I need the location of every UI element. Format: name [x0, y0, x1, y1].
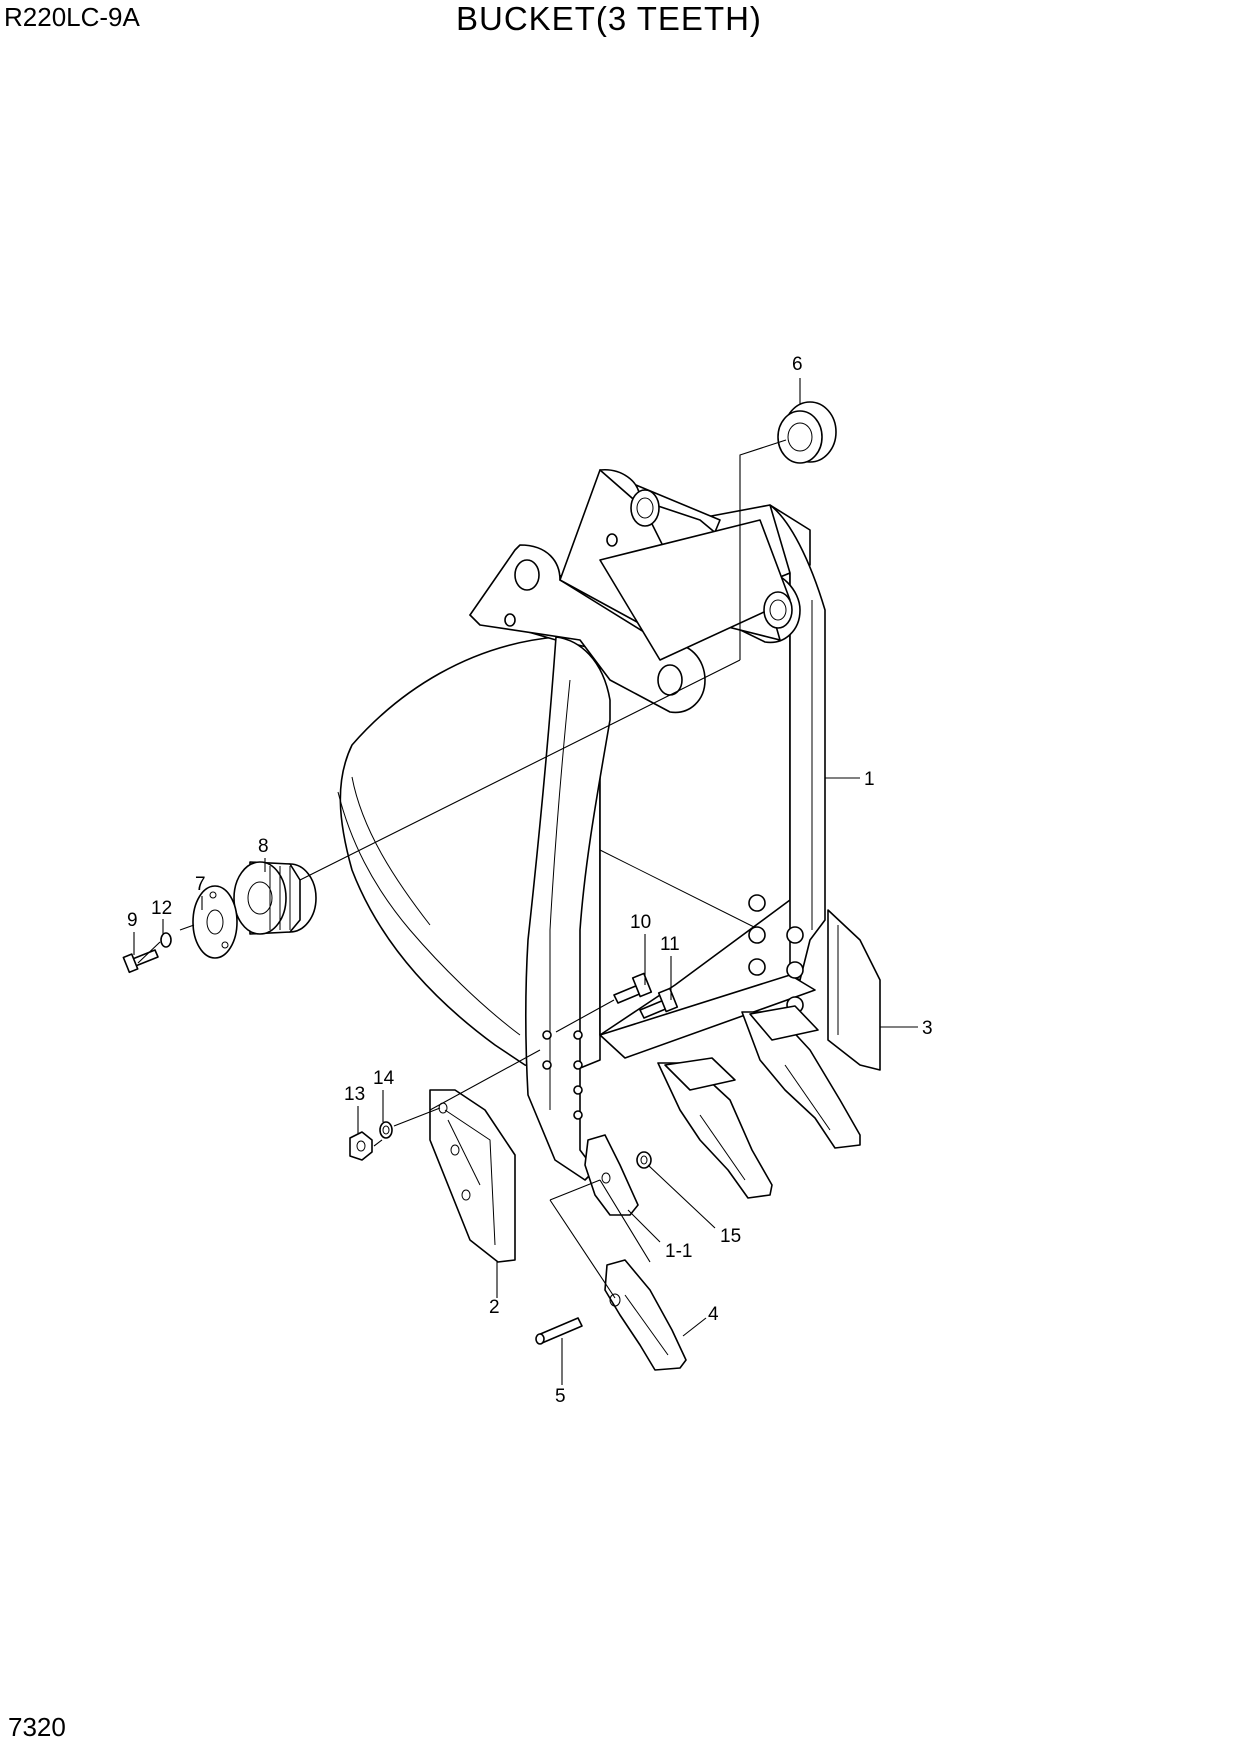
- pin-assembly: [122, 861, 317, 974]
- callout-12: 13: [344, 1084, 365, 1105]
- callout-8: 8: [258, 836, 269, 857]
- assembly-lines: [137, 439, 787, 1299]
- callout-2: 2: [489, 1297, 500, 1318]
- nut-washer: [349, 1121, 393, 1161]
- side-cutter-right: [827, 909, 881, 1071]
- callout-5: 5: [555, 1386, 566, 1407]
- callout-10: 10: [630, 912, 651, 933]
- callout-14: 14: [373, 1068, 395, 1089]
- side-cutter-bolts: [613, 972, 679, 1019]
- pin-boss-brackets: [469, 469, 801, 714]
- callout-1-1: 1-1: [665, 1241, 692, 1262]
- bolt-holes: [542, 894, 804, 1120]
- model-code: R220LC-9A: [4, 2, 140, 32]
- callout-3: 3: [922, 1018, 933, 1039]
- callout-15: 15: [720, 1226, 741, 1247]
- callout-6: 6: [792, 354, 803, 375]
- callout-11: 11: [660, 934, 680, 955]
- callout-13: 12: [151, 898, 172, 919]
- bucket-teeth: [535, 1005, 861, 1371]
- callout-labels: 6 1 3 8 7 12 9 10 11 14 13 15 1-1 2 4 5: [127, 354, 933, 1407]
- leader-lines: [133, 378, 918, 1385]
- callout-4: 4: [708, 1304, 719, 1325]
- callout-1: 1: [864, 769, 875, 790]
- page-number: 7320: [8, 1712, 66, 1742]
- pin-cap: [777, 401, 837, 464]
- side-cutter-left: [429, 1089, 516, 1263]
- callout-7: 7: [195, 874, 206, 895]
- callout-9: 9: [127, 910, 138, 931]
- page-title: BUCKET(3 TEETH): [456, 0, 762, 37]
